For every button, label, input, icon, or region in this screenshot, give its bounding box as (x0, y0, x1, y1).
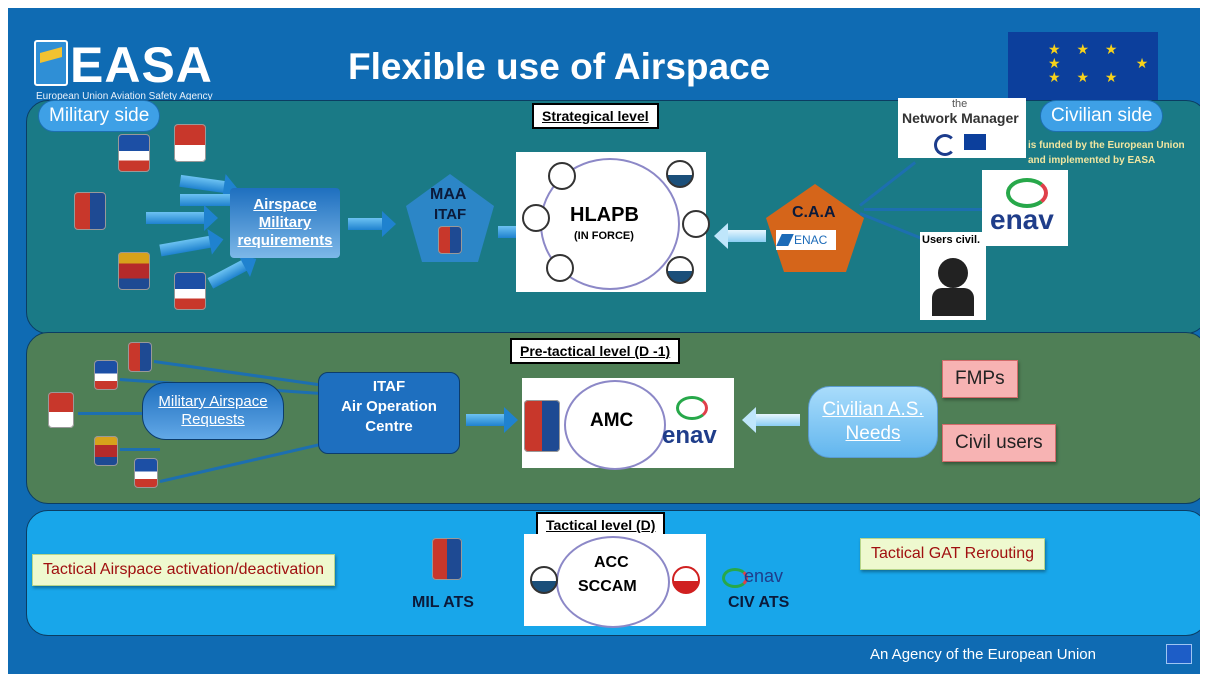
users-civil-label: Users civil. (922, 234, 981, 246)
enac-logo-text: ENAC (794, 233, 828, 247)
easa-logo-icon (34, 40, 68, 86)
eu-flag-icon: ★ ★ ★★ ★★ ★ ★ (1008, 32, 1158, 106)
enav-logo-text: enav (990, 204, 1054, 235)
eurocontrol-icon (934, 134, 956, 156)
navy-emblem-icon (118, 134, 150, 172)
amc-label: AMC (590, 410, 634, 431)
hlapb-label: HLAPB (570, 204, 639, 226)
military-airspace-requests-label: Military Airspace Requests (158, 393, 268, 428)
enav-tactical-logo: enav (744, 566, 784, 586)
air-force-emblem-icon (74, 192, 106, 230)
eu-footer-flag-icon (1166, 644, 1192, 664)
caa-pentagon (766, 184, 864, 272)
pretactical-level-label: Pre-tactical level (D -1) (510, 338, 681, 364)
itaf-aoc-line1: ITAF (372, 378, 406, 395)
itaf-aoc-line2: Air Operation (341, 398, 437, 415)
user-icon (546, 254, 574, 282)
enav-swoosh-icon (676, 396, 708, 420)
needs-to-amc-arrow (742, 407, 800, 433)
mil-ats-emblem-icon (432, 538, 462, 580)
guardia-emblem-icon (134, 458, 158, 488)
caa-link-line (864, 208, 984, 211)
fmps-box: FMPs (942, 360, 1018, 398)
gat-rerouting-box: Tactical GAT Rerouting (860, 538, 1046, 570)
itaf-aoc-box: ITAF Air Operation Centre (318, 372, 460, 454)
carabinieri-emblem-icon (118, 252, 150, 290)
enav-swoosh-icon (1006, 178, 1048, 208)
navy-emblem-icon (94, 360, 118, 390)
air-force-emblem-icon (128, 342, 152, 372)
itaf-label: ITAF (434, 206, 467, 223)
strategical-level-label: Strategical level (532, 103, 659, 129)
tactical-level-label: Tactical level (D) (536, 512, 666, 538)
acc-label: ACC (594, 554, 629, 571)
airspace-activation-box: Tactical Airspace activation/deactivatio… (32, 554, 336, 586)
easa-logo-subtitle: European Union Aviation Safety Agency (36, 91, 213, 102)
slide: EASA European Union Aviation Safety Agen… (8, 8, 1200, 674)
civilian-needs-label: Civilian A.S. Needs (822, 399, 924, 444)
request-line (120, 448, 160, 451)
civil-users-box: Civil users (942, 424, 1056, 462)
user-icon (522, 204, 550, 232)
military-airspace-requests-box: Military Airspace Requests (142, 382, 284, 440)
operator-icon (530, 566, 558, 594)
user-icon (548, 162, 576, 190)
maa-pentagon (406, 174, 494, 262)
operator-icon (672, 566, 700, 594)
request-line (78, 412, 148, 415)
emblem-arrow (146, 205, 218, 231)
civilian-side-tag: Civilian side (1040, 100, 1164, 132)
eu-funding-note: is funded by the European Union and impl… (1028, 140, 1185, 166)
enac-logo: ENAC (776, 230, 836, 250)
caa-to-hlapb-arrow (714, 223, 766, 249)
easa-logo-text: EASA (70, 37, 213, 93)
itaf-emblem-icon (438, 226, 462, 254)
mil-ats-label: MIL ATS (412, 594, 474, 611)
air-force-emblem-icon (524, 400, 560, 452)
enac-wing-icon (776, 234, 794, 246)
eu-mini-flag-icon (964, 134, 986, 150)
pilot-body-icon (932, 288, 974, 316)
enav-swoosh-icon (722, 568, 748, 588)
user-icon (666, 160, 694, 188)
network-manager-label: Network Manager (902, 110, 1019, 126)
network-manager-the: the (952, 98, 968, 110)
army-emblem-icon (48, 392, 74, 428)
carabinieri-emblem-icon (94, 436, 118, 466)
enav-pretactical-logo: enav (662, 422, 717, 449)
users-civil-card: Users civil. (920, 232, 986, 320)
maa-label: MAA (430, 186, 467, 203)
army-emblem-icon (174, 124, 206, 162)
civ-ats-label: CIV ATS (728, 594, 790, 611)
user-icon (666, 256, 694, 284)
itaf-aoc-line3: Centre (365, 418, 413, 435)
aoc-to-amc-arrow (466, 407, 518, 433)
airspace-military-requirements-box: Airspace Military requirements (230, 188, 340, 258)
hlapb-sub-label: (IN FORCE) (574, 230, 634, 242)
slide-title: Flexible use of Airspace (348, 46, 771, 87)
requirements-to-maa-arrow (348, 211, 396, 237)
amc-circle (564, 380, 666, 470)
sccam-label: SCCAM (578, 578, 637, 595)
guardia-emblem-icon (174, 272, 206, 310)
network-manager-card: the Network Manager (898, 98, 1026, 158)
military-side-tag: Military side (38, 100, 161, 132)
caa-label: C.A.A (792, 204, 836, 221)
civilian-needs-box: Civilian A.S. Needs (808, 386, 938, 458)
agency-footer: An Agency of the European Union (870, 646, 1096, 663)
enav-strategic-card: enav (982, 170, 1068, 246)
user-icon (682, 210, 710, 238)
airspace-military-requirements-label: Airspace Military requirements (237, 196, 333, 249)
pilot-icon (938, 258, 968, 288)
